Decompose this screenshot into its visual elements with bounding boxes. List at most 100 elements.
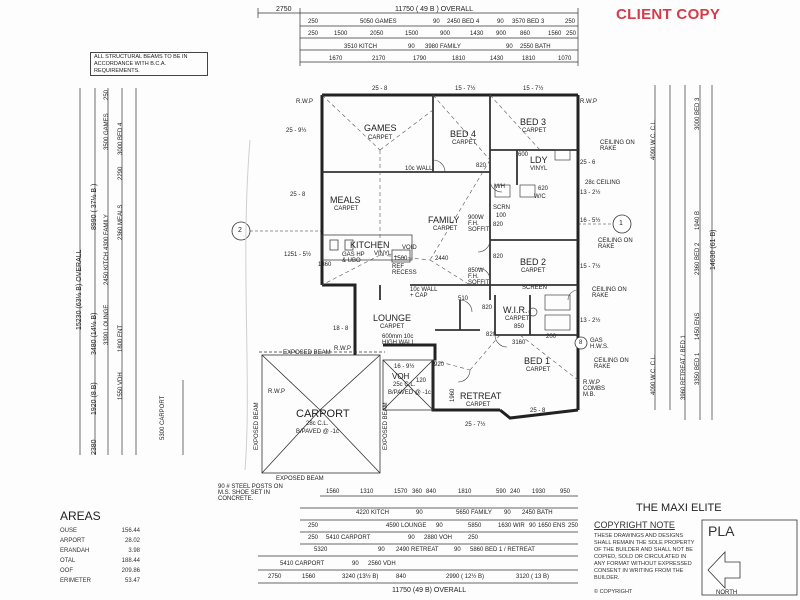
- plan-tab-label: PLA: [708, 523, 735, 539]
- top-dim-r3-3: 90: [506, 44, 513, 50]
- void-label: VOID: [402, 245, 417, 251]
- room-wir-name: W.I.R.: [503, 305, 528, 315]
- bot-dim-r5-2: 2490 RETREAT: [396, 547, 439, 553]
- room-meals-floor: CARPET: [334, 206, 359, 212]
- bot-dim-r1-3: 360: [412, 489, 423, 495]
- exposed-beam-1: EXPOSED BEAM: [283, 350, 331, 356]
- area-label: ARPORT: [60, 538, 85, 544]
- top-dimension-lines: [257, 8, 579, 66]
- steel-posts-note: 90 # STEEL POSTS ON M.S. SHOE SET IN CON…: [218, 484, 283, 502]
- dim-3160: 3160: [512, 340, 526, 346]
- bot-overall-dim: 11750 (49 B) OVERALL: [392, 587, 467, 594]
- dim-200: 200: [546, 334, 557, 340]
- north-label: NORTH: [716, 590, 738, 596]
- bot-dim-r4-1: 5410 CARPORT: [326, 535, 371, 541]
- structural-note: ALL STRUCTURAL BEAMS TO BE IN ACCORDANCE…: [90, 52, 208, 76]
- bot-dim-r1-1: 1310: [360, 489, 374, 495]
- north-arrow-box: [701, 519, 798, 596]
- dim-510: 510: [458, 296, 469, 302]
- left-dim-item-3: 3000 BED 4: [118, 122, 124, 155]
- top-dim-r3-0: 3510 KITCH: [344, 44, 378, 50]
- room-bed3-name: BED 3: [520, 117, 547, 127]
- exposed-beam-2: EXPOSED BEAM: [254, 402, 260, 450]
- areas-heading: AREAS: [60, 509, 101, 523]
- bot-dim-r3-2: 90: [436, 523, 443, 529]
- rwp-label-3: R.W.P: [334, 346, 352, 352]
- left-dim-item-0: 250: [104, 89, 110, 100]
- bot-dim-r4-4: 250: [468, 535, 479, 541]
- bot-dim-r2-2: 5650 FAMILY: [456, 510, 492, 516]
- kitchen-bench: [321, 234, 413, 263]
- top-dim-r2-3: 1500: [405, 31, 419, 37]
- plan-title: THE MAXI ELITE: [636, 502, 722, 514]
- top-dim-r4-0: 1670: [329, 56, 343, 62]
- top-dim-r3-4: 2550 BATH: [520, 44, 551, 50]
- dim-920: 920: [434, 362, 445, 368]
- room-games-name: GAMES: [364, 123, 397, 133]
- mh-label: M/H: [494, 184, 505, 190]
- callout-2-label: 2: [238, 227, 242, 234]
- right-dimension-lines: [654, 85, 713, 420]
- left-overall-dim: 15230 (63½ B) OVERALL: [76, 249, 83, 330]
- room-ldy-name: LDY: [530, 155, 548, 165]
- area-value: 3.98: [128, 548, 140, 554]
- copyright-footer: © COPYRIGHT: [594, 589, 633, 596]
- roof-hip-lines: [321, 94, 579, 381]
- dim-820-e: 820: [486, 332, 497, 338]
- room-games-floor: CARPET: [368, 135, 393, 141]
- area-label: OOF: [60, 568, 73, 574]
- room-meals-name: MEALS: [330, 195, 361, 205]
- area-label: ERANDAH: [60, 548, 90, 554]
- callouts: [231, 214, 632, 350]
- pitch-top-left: 25 - 8: [372, 86, 388, 92]
- right-dim-item-0: 3000 BED 3: [695, 97, 701, 130]
- bot-dim-r5-3: 90: [454, 547, 461, 553]
- bot-dim-r3-5: 90: [529, 523, 536, 529]
- room-bed2-name: BED 2: [520, 257, 547, 267]
- left-dim-item-5: 4300 FAMILY: [104, 214, 110, 250]
- left-dim-item-14: 5300 CARPORT: [160, 395, 166, 440]
- pitch-1251: 1251 - 5½: [284, 252, 312, 258]
- recess-label: REF RECESS: [392, 264, 417, 276]
- right-wc-dim: 4090 W.C. C.L.: [651, 119, 657, 160]
- dim-120: 120: [416, 378, 427, 384]
- room-bed2-floor: CARPET: [521, 268, 546, 274]
- top-dim-r4-4: 1430: [490, 56, 504, 62]
- wall-10c: 10c WALL: [405, 166, 433, 172]
- areas-row: ERANDAH 3.98: [60, 548, 140, 554]
- top-overall-dim: 11750 ( 49 B ) OVERALL: [395, 6, 474, 13]
- scrn-label: SCRN: [493, 205, 511, 211]
- top-dim-r1-1: 5050 GAMES: [360, 19, 397, 25]
- bot-dim-r6-1: 90: [352, 561, 359, 567]
- bot-dim-r4-0: 250: [308, 535, 319, 541]
- rwp-comb-label: R.W.P COMBS M.B.: [583, 380, 606, 398]
- top-dim-r2-5: 1430: [470, 31, 484, 37]
- dim-1360: 1360: [318, 262, 332, 268]
- left-dim-item-13: 1550 VDH: [118, 372, 124, 400]
- bot-dim-r2-1: 90: [416, 510, 423, 516]
- room-bed4-name: BED 4: [450, 129, 477, 139]
- exposed-beam-4: EXPOSED BEAM: [276, 476, 324, 482]
- exposed-beam-3: EXPOSED BEAM: [383, 402, 389, 450]
- right-dim-item-7: 1450 ENS: [695, 312, 701, 340]
- pitch-16: 16 - 5½: [580, 218, 601, 224]
- callout-8-label: 8: [579, 340, 583, 346]
- voh-paved: B/PAVED @ -1c: [388, 390, 431, 396]
- bot-dim-r5-1: 90: [378, 547, 385, 553]
- bot-dim-r1-0: 1560: [326, 489, 340, 495]
- gas-hp-label: GAS HP & UBO: [342, 252, 365, 264]
- pitch-13b: 13 - 2½: [580, 318, 601, 324]
- top-dim-r2-7: 860: [520, 31, 531, 37]
- bot-dim-r1-7: 240: [510, 489, 521, 495]
- room-kitchen-floor: VINYL: [374, 251, 392, 257]
- top-dim-r2-2: 2050: [370, 31, 384, 37]
- bot-dim-r7-3: 840: [396, 574, 407, 580]
- top-dim-r4-3: 1810: [452, 56, 466, 62]
- bot-dim-r5-0: 5320: [314, 547, 328, 553]
- top-dim-r2-4: 900: [440, 31, 451, 37]
